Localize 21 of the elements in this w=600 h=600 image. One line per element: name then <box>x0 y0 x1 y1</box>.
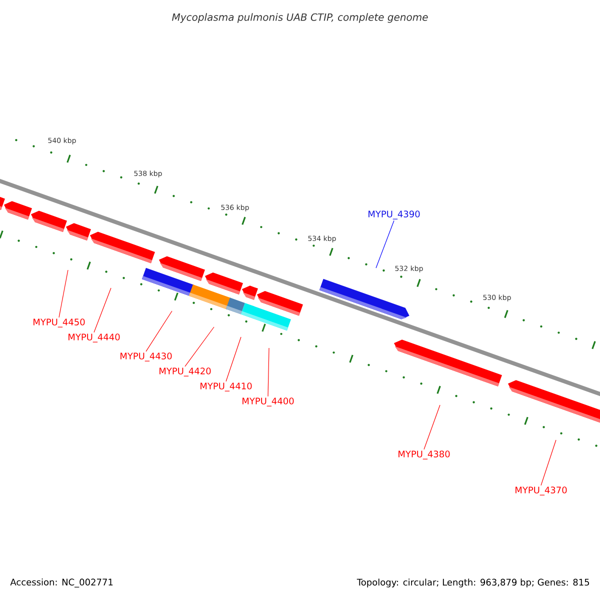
footer-text: Accession: NC_002771 <box>10 578 113 588</box>
gene-label: MYPU_4430 <box>120 352 172 362</box>
footer-text: Topology: circular; Length: 963,879 bp; Genes: 815 <box>356 578 590 588</box>
leader-line <box>268 348 270 397</box>
leader-line <box>226 336 242 382</box>
title: Mycoplasma pulmonis UAB CTIP, complete genome <box>172 13 428 23</box>
gene-label: MYPU_4370 <box>516 486 567 496</box>
gene-label: MYPU_4390 <box>368 210 420 220</box>
leader-line <box>540 440 556 486</box>
leader-line <box>146 310 172 352</box>
leader-line <box>424 404 440 450</box>
gene-label: MYPU_4410 <box>200 382 252 392</box>
gene-label: MYPU_4380 <box>398 450 450 460</box>
gene-label: MYPU_4440 <box>68 334 120 342</box>
gene-label: MYPU_4420 <box>160 368 211 376</box>
leader-line <box>58 270 68 318</box>
leader-line <box>94 288 112 333</box>
leader-line <box>184 326 214 367</box>
gene-label: MYPU_4450 <box>34 318 85 328</box>
leader-line <box>376 220 394 268</box>
gene-label: MYPU_4400 <box>242 398 294 406</box>
